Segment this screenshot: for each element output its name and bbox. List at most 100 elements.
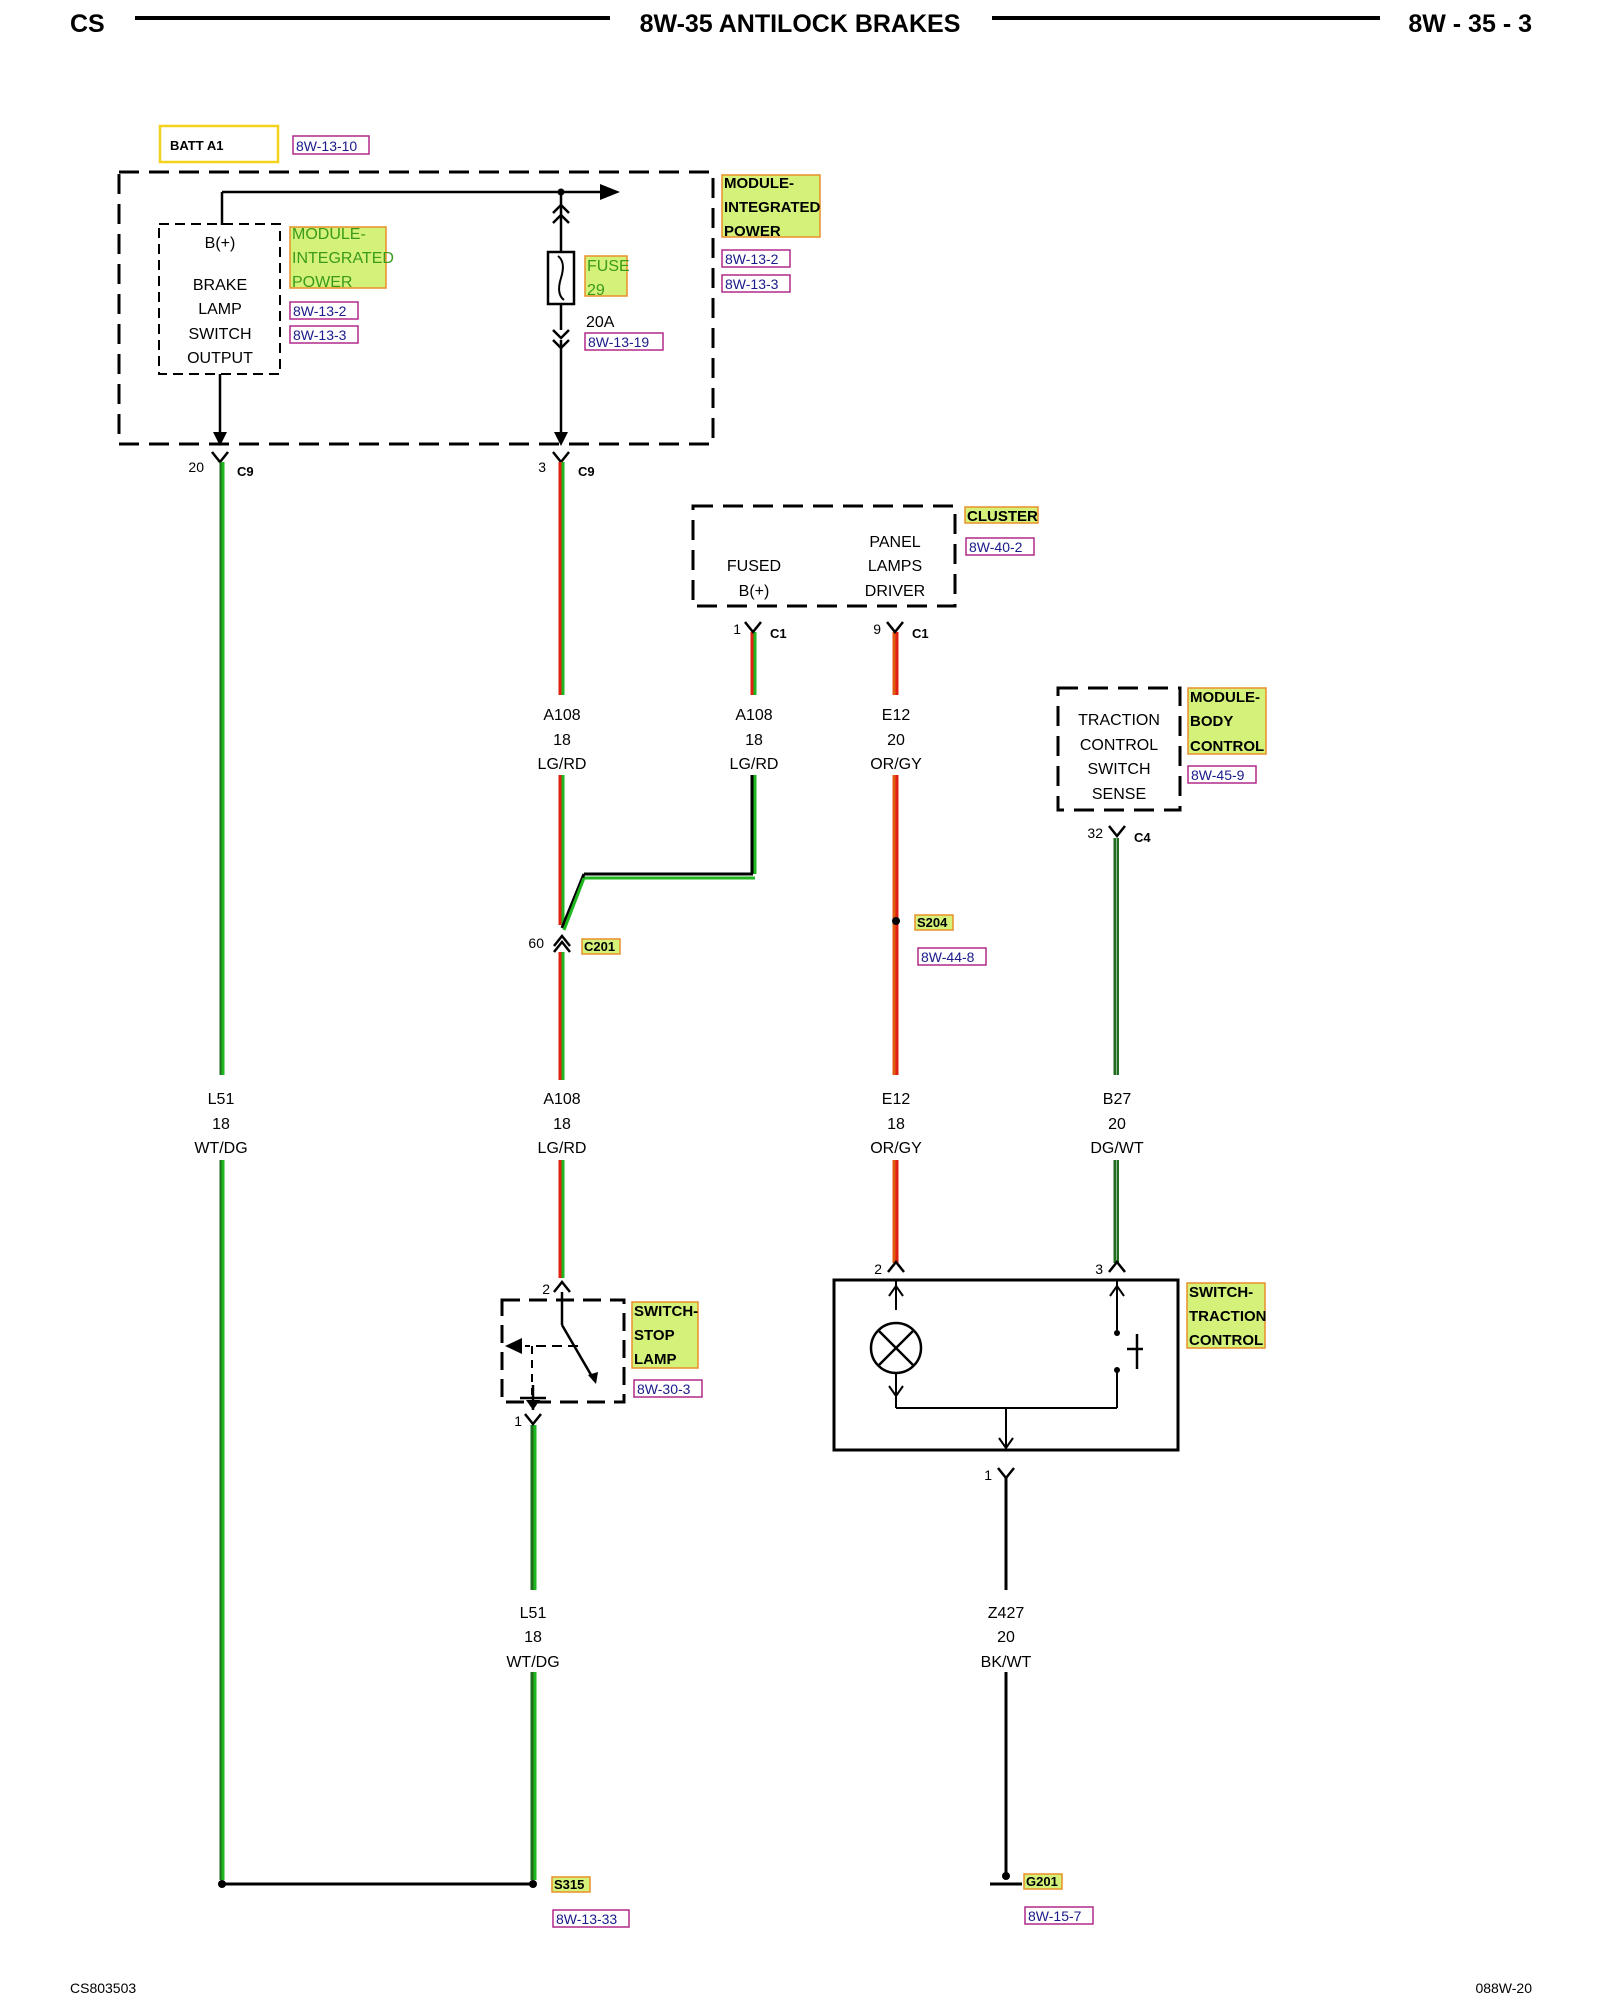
svg-text:1: 1	[984, 1467, 992, 1483]
svg-text:L51: L51	[208, 1091, 235, 1108]
svg-text:2: 2	[542, 1281, 550, 1297]
svg-text:SWITCH-: SWITCH-	[1189, 1284, 1253, 1301]
svg-text:A108: A108	[543, 1091, 580, 1108]
svg-text:18: 18	[553, 1116, 571, 1133]
svg-text:18: 18	[745, 732, 763, 749]
svg-text:OR/GY: OR/GY	[870, 756, 922, 773]
svg-text:POWER: POWER	[724, 223, 781, 240]
bcm-ref[interactable]: 8W-45-9	[1191, 767, 1245, 783]
battery-ref[interactable]: 8W-13-10	[296, 138, 357, 154]
fuse-29-symbol	[546, 192, 576, 446]
wire-label-a108-upper: A108 18 LG/RD	[538, 707, 587, 773]
svg-text:OUTPUT: OUTPUT	[187, 350, 253, 367]
svg-text:TRACTION: TRACTION	[1078, 712, 1160, 729]
connector-c1-pin9: 9 C1	[873, 621, 928, 641]
svg-text:60: 60	[528, 935, 544, 951]
svg-text:INTEGRATED: INTEGRATED	[292, 250, 394, 267]
bcm-name: MODULE- BODY CONTROL	[1190, 689, 1264, 755]
svg-text:C4: C4	[1134, 830, 1151, 845]
cluster-text: FUSED B(+) PANEL LAMPS DRIVER	[727, 534, 925, 600]
tipm-ref-1[interactable]: 8W-13-2	[725, 251, 779, 267]
page-title: 8W-35 ANTILOCK BRAKES	[640, 10, 961, 38]
svg-text:DG/WT: DG/WT	[1090, 1140, 1144, 1157]
connector-tc-pin2: 2	[874, 1259, 905, 1277]
wire-l51-switch	[222, 1425, 537, 1886]
stop-lamp-switch-ref[interactable]: 8W-30-3	[637, 1381, 691, 1397]
svg-text:32: 32	[1087, 825, 1103, 841]
ground-g201-ref[interactable]: 8W-15-7	[1028, 1908, 1082, 1924]
svg-text:B27: B27	[1103, 1091, 1132, 1108]
svg-text:CONTROL: CONTROL	[1189, 1332, 1263, 1349]
splice-s315-name: S315	[554, 1877, 584, 1892]
wire-label-l51-left: L51 18 WT/DG	[194, 1091, 247, 1157]
lamp-icon	[869, 1321, 923, 1375]
svg-text:20: 20	[1108, 1116, 1126, 1133]
tipm-box	[117, 170, 715, 446]
bcm-box	[1056, 686, 1182, 812]
svg-text:SWITCH: SWITCH	[188, 326, 251, 343]
connector-stop-lamp-pin1: 1	[514, 1413, 542, 1429]
svg-text:LAMP: LAMP	[198, 301, 242, 318]
svg-text:2: 2	[874, 1261, 882, 1277]
tipm-inner-ref-2[interactable]: 8W-13-3	[293, 327, 347, 343]
tc-switch-internals	[888, 1280, 1143, 1450]
svg-text:E12: E12	[882, 707, 911, 724]
brake-lamp-output-box	[158, 223, 281, 375]
wire-label-e12-upper: E12 20 OR/GY	[870, 707, 922, 773]
svg-text:18: 18	[553, 732, 571, 749]
wire-label-e12-lower: E12 18 OR/GY	[870, 1091, 922, 1157]
fuse-ref[interactable]: 8W-13-19	[588, 334, 649, 350]
svg-text:FUSE: FUSE	[587, 258, 630, 275]
tc-switch-name: SWITCH- TRACTION CONTROL	[1189, 1284, 1267, 1349]
tipm-inner-name: MODULE- INTEGRATED POWER	[292, 226, 394, 291]
svg-text:POWER: POWER	[292, 274, 352, 291]
svg-text:LG/RD: LG/RD	[538, 1140, 587, 1157]
wire-e12	[892, 632, 899, 1263]
stop-lamp-switch-name: SWITCH- STOP LAMP	[634, 1303, 698, 1368]
svg-text:SWITCH: SWITCH	[1087, 761, 1150, 778]
splice-s204-ref[interactable]: 8W-44-8	[921, 949, 975, 965]
svg-text:STOP: STOP	[634, 1327, 675, 1344]
cluster-ref[interactable]: 8W-40-2	[969, 539, 1023, 555]
wire-a108-cluster	[560, 632, 757, 931]
svg-text:INTEGRATED: INTEGRATED	[724, 199, 821, 216]
svg-text:29: 29	[587, 282, 605, 299]
svg-text:3: 3	[1095, 1261, 1103, 1277]
splice-s315-ref[interactable]: 8W-13-33	[556, 1911, 617, 1927]
svg-text:SWITCH-: SWITCH-	[634, 1303, 698, 1320]
footer-left: CS803503	[70, 1980, 136, 1996]
svg-text:PANEL: PANEL	[869, 534, 920, 551]
bcm-function-text: TRACTION CONTROL SWITCH SENSE	[1078, 712, 1160, 803]
svg-text:MODULE-: MODULE-	[724, 175, 794, 192]
fuse-29-label: FUSE 29	[587, 258, 630, 299]
header-left: CS	[70, 10, 105, 38]
cluster-name: CLUSTER	[967, 508, 1038, 525]
wire-label-z427: Z427 20 BK/WT	[981, 1605, 1032, 1671]
svg-text:9: 9	[873, 621, 881, 637]
svg-text:1: 1	[514, 1413, 522, 1429]
svg-text:B(+): B(+)	[205, 235, 236, 252]
splice-s204-name: S204	[917, 915, 948, 930]
footer-right: 088W-20	[1475, 1980, 1532, 1996]
ground-icon	[990, 1872, 1022, 1886]
connector-c4-pin32: 32 C4	[1087, 825, 1151, 845]
stop-lamp-switch-symbol	[505, 1292, 598, 1410]
svg-text:BRAKE: BRAKE	[193, 277, 247, 294]
svg-text:A108: A108	[543, 707, 580, 724]
connector-c9-pin20: 20 C9	[188, 451, 254, 479]
svg-text:20: 20	[188, 459, 204, 475]
svg-text:OR/GY: OR/GY	[870, 1140, 922, 1157]
tipm-ref-2[interactable]: 8W-13-3	[725, 276, 779, 292]
brake-lamp-output-text: B(+) BRAKE LAMP SWITCH OUTPUT	[187, 235, 253, 367]
svg-text:SENSE: SENSE	[1092, 786, 1146, 803]
svg-text:LG/RD: LG/RD	[730, 756, 779, 773]
svg-text:LAMP: LAMP	[634, 1351, 677, 1368]
svg-text:TRACTION: TRACTION	[1189, 1308, 1267, 1325]
tipm-inner-ref-1[interactable]: 8W-13-2	[293, 303, 347, 319]
svg-text:WT/DG: WT/DG	[194, 1140, 247, 1157]
svg-text:FUSED: FUSED	[727, 558, 781, 575]
svg-text:BODY: BODY	[1190, 713, 1233, 730]
fuse-rating: 20A	[586, 314, 615, 331]
splice-s315-dot	[529, 1880, 537, 1888]
